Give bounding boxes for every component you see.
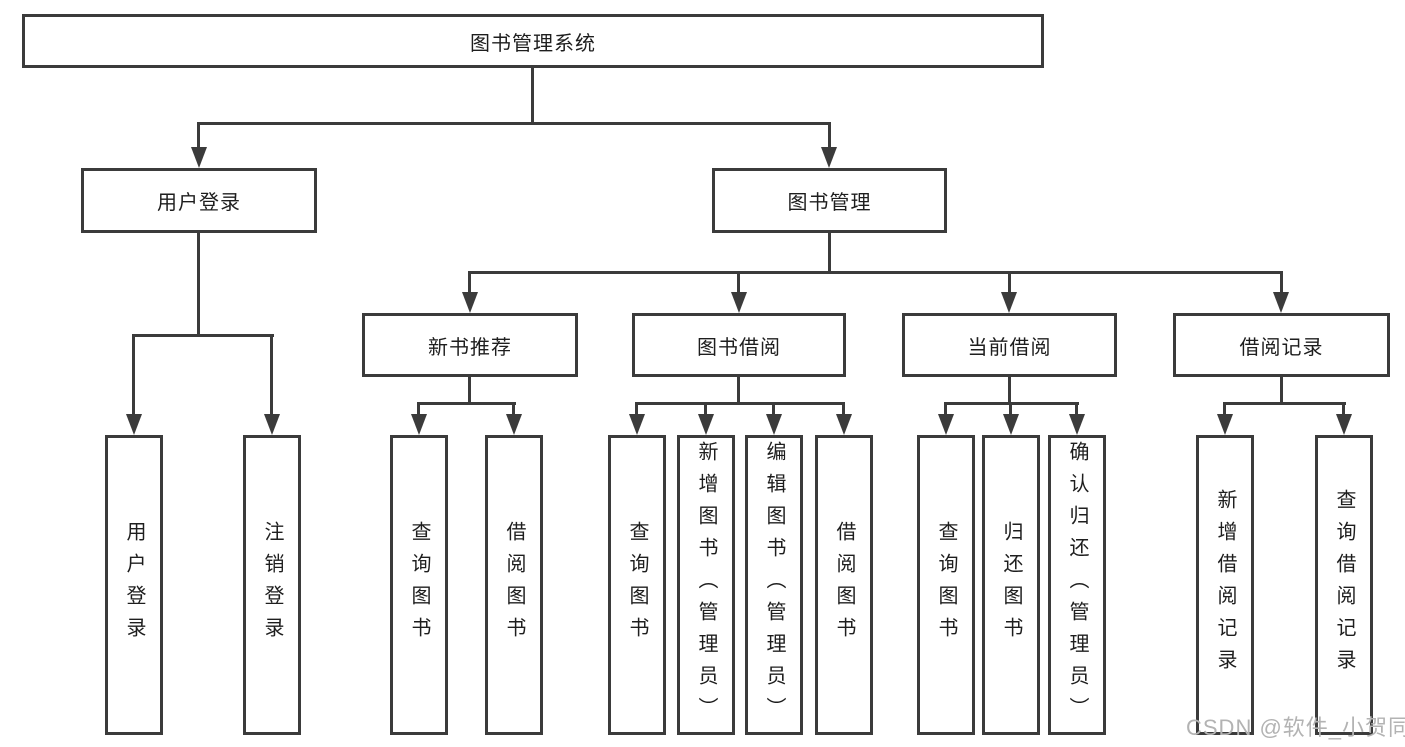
leaf-label: 新增图书（管理员） (695, 441, 717, 729)
node-book-borrow: 图书借阅 (632, 313, 846, 377)
node-borrow-records: 借阅记录 (1173, 313, 1390, 377)
arrow-down-icon (1069, 414, 1085, 435)
connector-line (468, 271, 471, 294)
connector-line (512, 402, 515, 417)
connector-line (842, 402, 845, 417)
arrow-down-icon (264, 414, 280, 435)
leaf-newbook-query: 查询图书 (390, 435, 448, 735)
arrow-down-icon (698, 414, 714, 435)
leaf-label: 归还图书 (1000, 521, 1022, 649)
leaf-records-query: 查询借阅记录 (1315, 435, 1373, 735)
connector-line (468, 377, 471, 404)
connector-line (704, 402, 707, 417)
leaf-newbook-borrow: 借阅图书 (485, 435, 543, 735)
leaf-current-return: 归还图书 (982, 435, 1040, 735)
arrow-down-icon (836, 414, 852, 435)
arrow-down-icon (1217, 414, 1233, 435)
node-current-borrow: 当前借阅 (902, 313, 1117, 377)
node-new-book-recommend: 新书推荐 (362, 313, 578, 377)
connector-line (270, 334, 273, 417)
leaf-current-confirm-admin: 确认归还（管理员） (1048, 435, 1106, 735)
node-label: 用户登录 (157, 192, 241, 214)
leaf-logout: 注销登录 (243, 435, 301, 735)
leaf-label: 查询图书 (935, 521, 957, 649)
leaf-label: 编辑图书（管理员） (763, 441, 785, 729)
connector-line (417, 402, 420, 417)
arrow-down-icon (766, 414, 782, 435)
node-label: 图书管理 (787, 192, 872, 214)
connector-line (1008, 377, 1011, 404)
arrow-down-icon (462, 292, 478, 313)
leaf-label: 借阅图书 (503, 521, 525, 649)
node-label: 图书管理系统 (470, 32, 596, 55)
connector-line (1223, 402, 1226, 417)
arrow-down-icon (506, 414, 522, 435)
connector-line (828, 233, 831, 274)
arrow-down-icon (1336, 414, 1352, 435)
leaf-label: 确认归还（管理员） (1066, 441, 1088, 729)
leaf-label: 用户登录 (123, 521, 145, 649)
arrow-down-icon (411, 414, 427, 435)
connector-line (197, 122, 200, 150)
node-user-login-group: 用户登录 (81, 168, 317, 233)
node-book-management: 图书管理 (712, 168, 947, 233)
leaf-label: 查询图书 (408, 521, 430, 649)
connector-line (1280, 271, 1283, 294)
leaf-user-login: 用户登录 (105, 435, 163, 735)
connector-line (1008, 271, 1011, 294)
connector-line (1223, 402, 1346, 405)
arrow-down-icon (629, 414, 645, 435)
leaf-label: 注销登录 (261, 521, 283, 649)
connector-line (197, 122, 831, 125)
leaf-current-query: 查询图书 (917, 435, 975, 735)
leaf-bookborrow-borrow: 借阅图书 (815, 435, 873, 735)
arrow-down-icon (1001, 292, 1017, 313)
connector-line (1280, 377, 1283, 404)
connector-line (737, 377, 740, 404)
leaf-records-add: 新增借阅记录 (1196, 435, 1254, 735)
watermark: CSDN @软件_小贺同学 (1186, 715, 1405, 740)
connector-line (132, 334, 135, 417)
arrow-down-icon (821, 147, 837, 168)
arrow-down-icon (1273, 292, 1289, 313)
connector-line (468, 271, 1282, 274)
leaf-label: 借阅图书 (833, 521, 855, 649)
node-label: 图书借阅 (697, 336, 781, 359)
connector-line (197, 233, 200, 337)
connector-line (132, 334, 274, 337)
connector-line (1009, 402, 1012, 417)
connector-line (772, 402, 775, 417)
connector-line (828, 122, 831, 150)
arrow-down-icon (191, 147, 207, 168)
leaf-bookborrow-add-admin: 新增图书（管理员） (677, 435, 735, 735)
leaf-label: 查询图书 (626, 521, 648, 649)
arrow-down-icon (938, 414, 954, 435)
node-label: 当前借阅 (967, 336, 1052, 359)
connector-line (1075, 402, 1078, 417)
node-label: 借阅记录 (1239, 336, 1324, 359)
connector-line (1342, 402, 1345, 417)
connector-line (944, 402, 947, 417)
arrow-down-icon (126, 414, 142, 435)
arrow-down-icon (731, 292, 747, 313)
connector-line (531, 68, 534, 124)
connector-line (635, 402, 638, 417)
leaf-bookborrow-edit-admin: 编辑图书（管理员） (745, 435, 803, 735)
connector-line (737, 271, 740, 294)
leaf-label: 查询借阅记录 (1333, 489, 1355, 681)
node-label: 新书推荐 (428, 336, 512, 359)
leaf-label: 新增借阅记录 (1214, 489, 1236, 681)
leaf-bookborrow-query: 查询图书 (608, 435, 666, 735)
arrow-down-icon (1003, 414, 1019, 435)
node-root: 图书管理系统 (22, 14, 1044, 68)
connector-line (417, 402, 516, 405)
connector-line (635, 402, 845, 405)
